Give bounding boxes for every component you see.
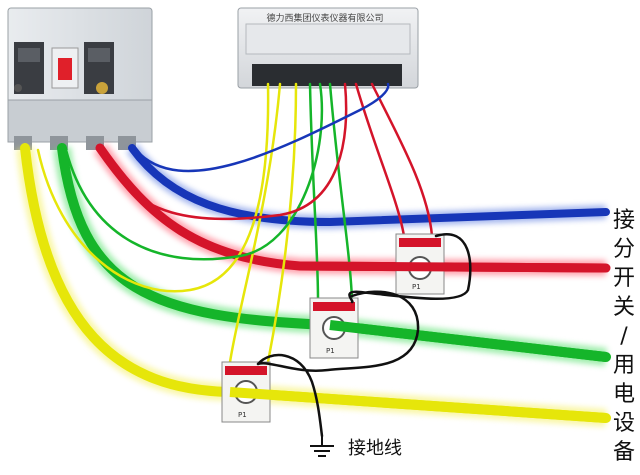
energy-meter [237,7,419,89]
load-label-char: 分 [612,237,635,262]
load-label-char: 设 [612,411,635,436]
load-label-char: 电 [612,382,635,407]
ground-icon [310,436,334,457]
wire-green-main [57,143,611,362]
wire-glow [16,143,608,427]
load-label-char: / [620,324,628,349]
wire-red-main [95,143,611,273]
meter-label: 德力西集团仪表仪器有限公司 [266,12,383,24]
ct-label-2: P1 [326,347,335,355]
load-label-char: 开 [612,266,635,291]
ground-label: 接地线 [348,438,402,459]
load-side-label: 接 分 开 关 / 用 电 设 备 [611,206,637,467]
signal-wires [36,82,434,364]
load-label-char: 接 [612,208,635,233]
load-label-char: 备 [612,440,635,465]
load-label-char: 关 [612,295,635,320]
load-label-char: 用 [612,353,635,378]
wire-blue-main [128,144,610,227]
wire-yellow-main [20,143,611,423]
circuit-breaker [7,7,153,150]
ct-label-3: P1 [238,411,247,419]
ct-label-1: P1 [412,283,421,291]
ground-wire [256,233,472,438]
